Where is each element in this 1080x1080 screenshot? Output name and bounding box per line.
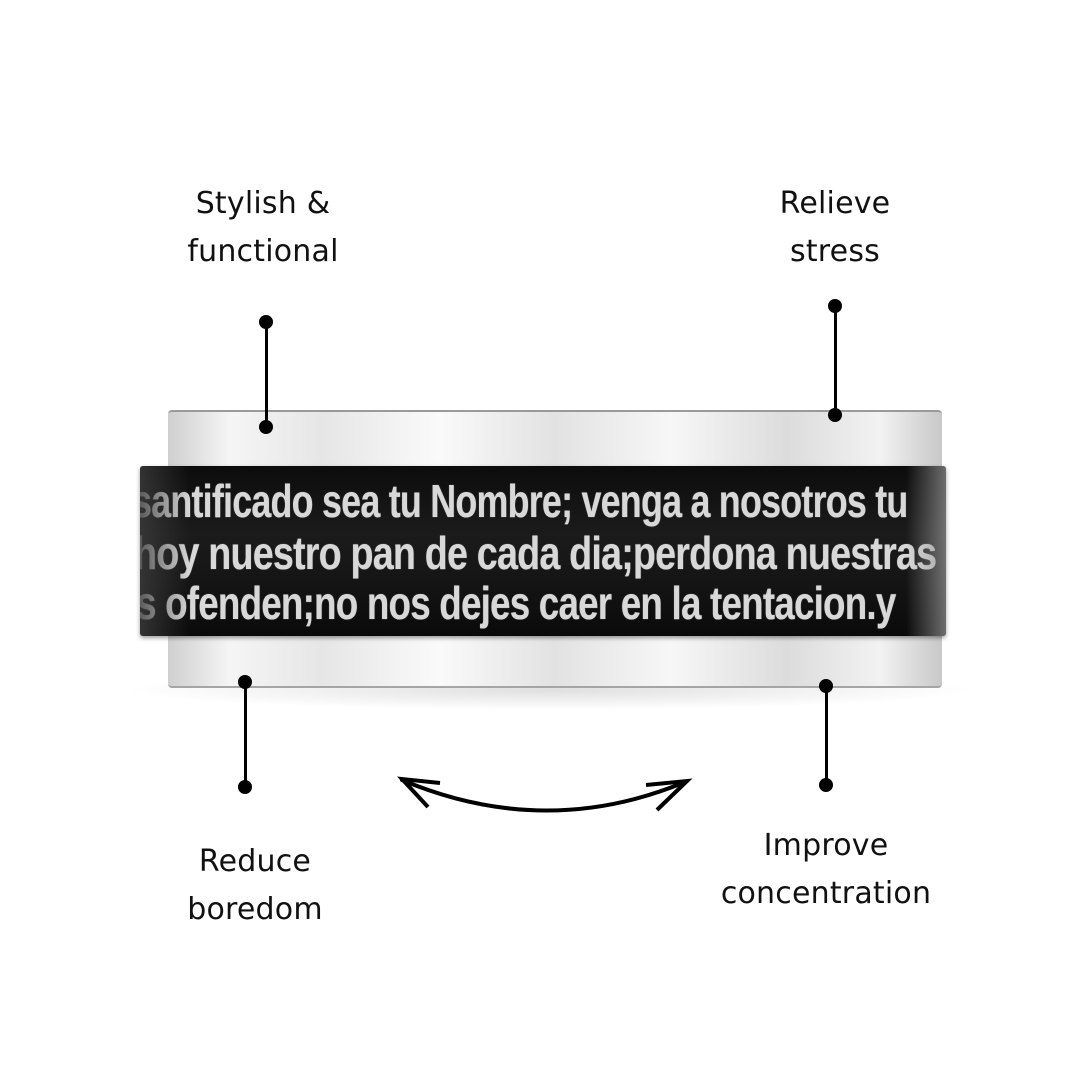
feature-label-line: Improve: [763, 828, 889, 863]
ring-silver-rim-bottom: [168, 626, 942, 688]
feature-label-improve-concentration: Improve concentration: [710, 822, 942, 918]
feature-label-stylish: Stylish & functional: [168, 180, 358, 276]
pointer-line: [825, 686, 828, 786]
feature-label-line: Stylish &: [195, 186, 331, 221]
pointer-line: [265, 322, 268, 427]
feature-label-line: stress: [790, 234, 880, 269]
feature-label-line: concentration: [720, 876, 932, 911]
feature-label-line: boredom: [187, 892, 323, 927]
pointer-line: [834, 306, 837, 416]
engraving-line-2: hoy nuestro pan de cada dia;perdona nues…: [140, 527, 937, 579]
engraving-line-1: santificado sea tu Nombre; venga a nosot…: [140, 475, 908, 527]
feature-label-relieve-stress: Relieve stress: [740, 180, 930, 276]
feature-label-line: functional: [187, 234, 339, 269]
feature-label-line: Relieve: [779, 186, 891, 221]
band-edge-right: [906, 466, 946, 636]
band-edge-left: [140, 466, 190, 636]
ring-spinner-band: santificado sea tu Nombre; venga a nosot…: [140, 466, 946, 636]
feature-label-reduce-boredom: Reduce boredom: [160, 838, 350, 934]
feature-label-line: Reduce: [198, 844, 312, 879]
double-headed-curved-arrow-icon: [396, 776, 693, 813]
pointer-dot-icon: [238, 780, 252, 794]
pointer-dot-icon: [828, 408, 842, 422]
pointer-dot-icon: [259, 420, 273, 434]
pointer-dot-icon: [819, 778, 833, 792]
ring-silver-rim-top: [168, 410, 942, 476]
engraving-line-3: s ofenden;no nos dejes caer en la tentac…: [140, 577, 896, 629]
pointer-line: [244, 682, 247, 788]
